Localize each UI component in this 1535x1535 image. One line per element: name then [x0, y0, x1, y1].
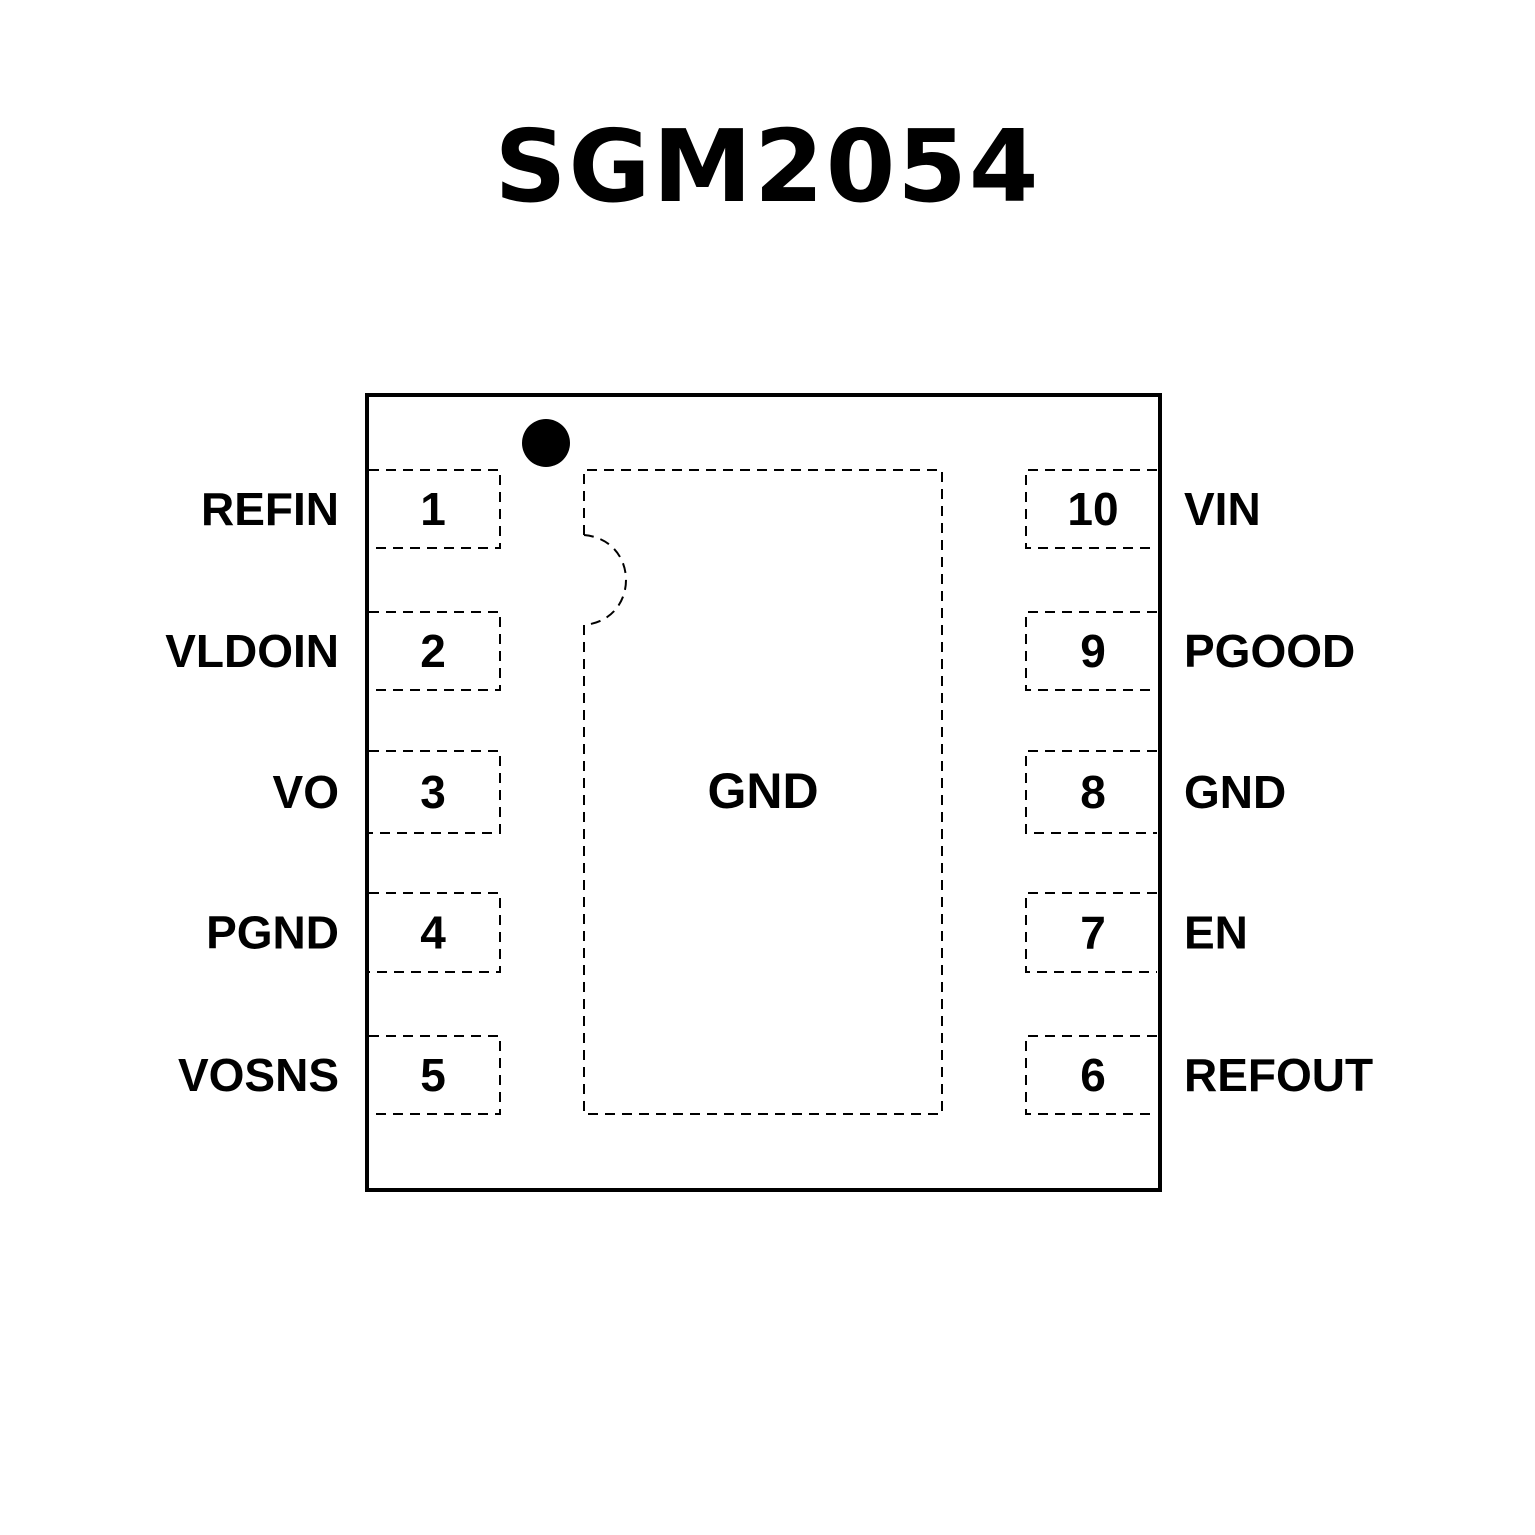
pin-5: 5 VOSNS	[178, 1035, 501, 1115]
pin-number: 9	[1080, 625, 1106, 677]
pin-pad-outline	[1025, 469, 1157, 549]
pin-name: PGND	[206, 907, 339, 959]
pin-number: 2	[420, 625, 446, 677]
pin-name: VO	[273, 766, 339, 818]
pin-number: 8	[1080, 766, 1106, 818]
pin-pad-outline	[1025, 611, 1157, 691]
pin-number: 1	[420, 483, 446, 535]
exposed-pad-label: GND	[707, 763, 818, 819]
pin-number: 5	[420, 1049, 446, 1101]
pin-9: 9 PGOOD	[1025, 611, 1355, 691]
pin-number: 7	[1080, 907, 1106, 959]
pin-pad-outline	[369, 469, 501, 549]
pin-name: PGOOD	[1184, 625, 1355, 677]
chip-title: SGM2054	[494, 108, 1041, 225]
pin-2: 2 VLDOIN	[165, 611, 501, 691]
pin-name: EN	[1184, 907, 1248, 959]
pin-name: GND	[1184, 766, 1286, 818]
pin-pad-outline	[1025, 750, 1157, 834]
pin-number: 10	[1067, 483, 1118, 535]
pin-pad-outline	[1025, 892, 1157, 973]
pin-name: VLDOIN	[165, 625, 339, 677]
pin-name: VOSNS	[178, 1049, 339, 1101]
pin-8: 8 GND	[1025, 750, 1286, 834]
pin-number: 6	[1080, 1049, 1106, 1101]
chip-body	[365, 393, 1162, 1192]
pin-6: 6 REFOUT	[1025, 1035, 1373, 1115]
pin-name: VIN	[1184, 483, 1261, 535]
pin-4: 4 PGND	[206, 892, 501, 973]
pin1-indicator-dot	[522, 419, 570, 467]
pin-7: 7 EN	[1025, 892, 1248, 973]
pin-pad-outline	[369, 750, 501, 834]
pin-10: 10 VIN	[1025, 469, 1261, 549]
pin-name: REFOUT	[1184, 1049, 1373, 1101]
pin-1: 1 REFIN	[201, 469, 501, 549]
pin-pad-outline	[369, 611, 501, 691]
pin-number: 3	[420, 766, 446, 818]
pin-3: 3 VO	[273, 750, 501, 834]
pin-pad-outline	[369, 1035, 501, 1115]
pin-number: 4	[420, 907, 446, 959]
pin-name: REFIN	[201, 483, 339, 535]
pin-pad-outline	[1025, 1035, 1157, 1115]
exposed-pad-outline	[583, 469, 943, 1115]
pin-pad-outline	[369, 892, 501, 973]
